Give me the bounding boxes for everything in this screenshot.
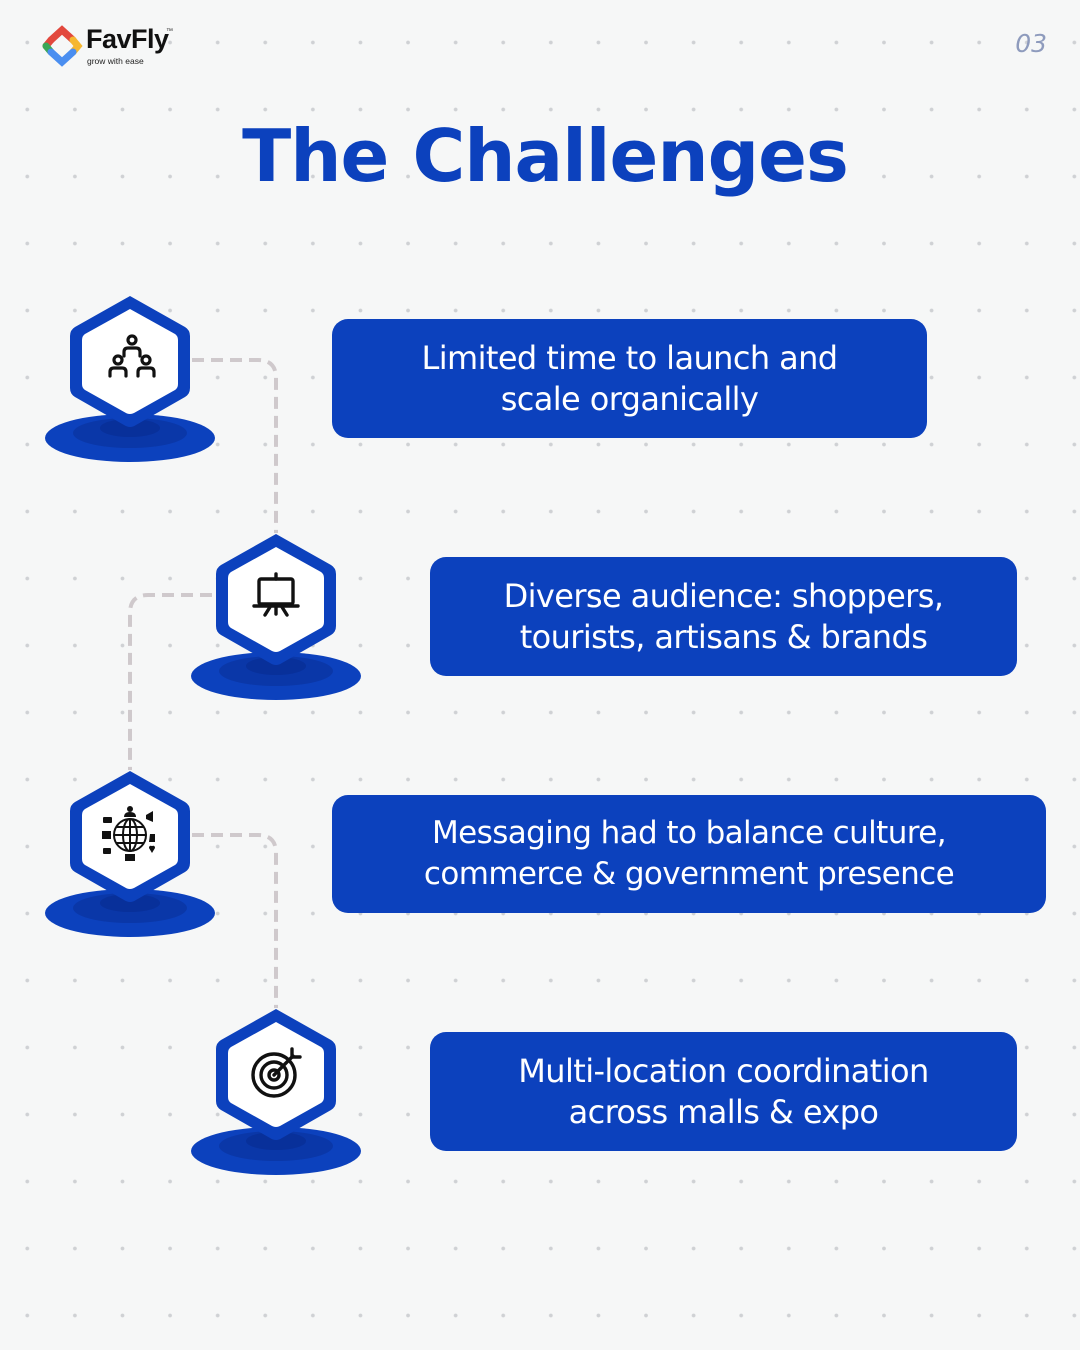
target-bullseye-icon bbox=[251, 1047, 302, 1098]
challenge-text-line: commerce & government presence bbox=[423, 856, 955, 892]
hex-pin-shape bbox=[45, 296, 215, 462]
connector-2-3 bbox=[128, 593, 212, 770]
presentation-easel-icon bbox=[252, 572, 300, 617]
challenge-text-line: scale organically bbox=[500, 379, 759, 418]
challenge-card-2: Diverse audience: shoppers, tourists, ar… bbox=[430, 557, 1017, 676]
challenge-card-4: Multi-location coordination across malls… bbox=[430, 1032, 1017, 1151]
challenge-card-3: Messaging had to balance culture, commer… bbox=[332, 795, 1046, 913]
logo-diamond-icon bbox=[42, 25, 83, 67]
brand-logo: FavFly ™ grow with ease bbox=[40, 22, 190, 68]
challenge-text-line: Limited time to launch and bbox=[421, 338, 839, 377]
challenge-text-line: across malls & expo bbox=[568, 1092, 879, 1131]
logo-tagline: grow with ease bbox=[87, 56, 144, 66]
challenge-text-line: Diverse audience: shoppers, bbox=[503, 576, 944, 615]
global-social-media-icon bbox=[102, 806, 155, 861]
logo-trademark: ™ bbox=[166, 28, 173, 35]
team-hierarchy-icon bbox=[108, 334, 156, 378]
connector-3-4 bbox=[192, 833, 278, 1008]
challenge-text-line: Messaging had to balance culture, bbox=[432, 815, 947, 851]
connector-1-2 bbox=[192, 358, 278, 533]
challenge-card-1: Limited time to launch and scale organic… bbox=[332, 319, 927, 438]
challenge-node-4 bbox=[190, 1005, 362, 1177]
page-title: The Challenges bbox=[242, 114, 849, 198]
challenge-text-line: tourists, artisans & brands bbox=[519, 617, 928, 656]
challenge-text-line: Multi-location coordination bbox=[518, 1051, 929, 1090]
logo-wordmark: FavFly bbox=[86, 24, 169, 54]
challenge-node-1 bbox=[44, 292, 216, 464]
challenge-node-2 bbox=[190, 530, 362, 702]
challenge-node-3 bbox=[44, 767, 216, 939]
page-number: 03 bbox=[1015, 29, 1047, 58]
hex-pin-shape bbox=[191, 534, 361, 700]
